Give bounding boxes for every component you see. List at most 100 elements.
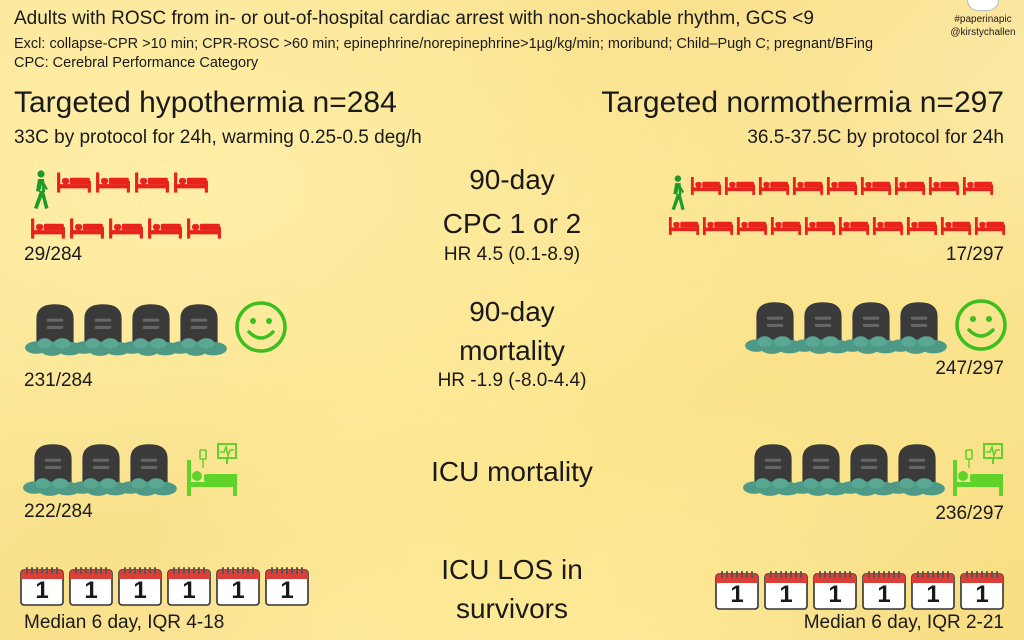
cpc-definition: CPC: Cerebral Performance Category <box>14 55 259 71</box>
hospital-bed-icon <box>702 215 734 236</box>
twitter-handle: @kirstychallen <box>950 27 1016 38</box>
calendar-day-number: 1 <box>231 577 245 604</box>
outcome-label-line2: CPC 1 or 2 <box>442 208 582 239</box>
calendar-icon: 1 <box>813 570 857 610</box>
calendar-icon: 1 <box>216 566 260 606</box>
outcome-label-line1: 90-day <box>469 164 555 195</box>
population-subtitle: Adults with ROSC from in- or out-of-hosp… <box>14 8 814 29</box>
hospital-bed-icon <box>826 175 858 196</box>
logo-bubble-icon <box>967 0 999 11</box>
hospital-bed-icon <box>108 216 144 240</box>
hospital-bed-icon <box>804 215 836 236</box>
calendar-icon: 1 <box>960 570 1004 610</box>
calendar-day-number: 1 <box>280 577 294 604</box>
right-icu-count: 236/297 <box>935 503 1004 524</box>
calendar-icon: 1 <box>862 570 906 610</box>
outcome-label-line1: ICU LOS in <box>441 554 583 585</box>
hospital-bed-icon <box>69 216 105 240</box>
left-icu-icons <box>22 440 240 498</box>
hospital-bed-icon <box>147 216 183 240</box>
outcome-mortality-label: 90-day mortality <box>412 292 612 370</box>
hospital-bed-icon <box>724 175 756 196</box>
hospital-bed-icon <box>792 175 824 196</box>
right-cpc-icons <box>668 175 1006 236</box>
cpc-hazard-ratio: HR 4.5 (0.1-8.9) <box>443 244 581 265</box>
hospital-bed-icon <box>928 175 960 196</box>
hospital-bed-icon <box>56 170 92 194</box>
smiley-face-icon <box>234 300 288 354</box>
outcome-label-line2: mortality <box>459 335 565 366</box>
hospital-bed-icon <box>940 215 972 236</box>
hospital-bed-icon <box>173 170 209 194</box>
outcome-label-line1: 90-day <box>469 296 555 327</box>
calendar-icon: 1 <box>167 566 211 606</box>
gravestone-icon <box>118 440 180 498</box>
right-icu-icons <box>742 440 1006 498</box>
mortality-hazard-ratio: HR -1.9 (-8.0-4.4) <box>437 370 587 391</box>
outcome-label-line2: survivors <box>455 593 568 624</box>
calendar-icon: 1 <box>764 570 808 610</box>
calendar-icon: 1 <box>20 566 64 606</box>
hashtag: #paperinapic <box>954 14 1012 25</box>
calendar-day-number: 1 <box>828 581 842 608</box>
hospital-bed-icon <box>770 215 802 236</box>
left-mortality-icons <box>24 300 288 358</box>
calendar-icon: 1 <box>118 566 162 606</box>
hospital-bed-icon <box>894 175 926 196</box>
hospital-bed-icon <box>974 215 1006 236</box>
left-arm-title: Targeted hypothermia n=284 <box>14 86 397 119</box>
outcome-los-label: ICU LOS in survivors <box>412 550 612 628</box>
calendar-day-number: 1 <box>730 581 744 608</box>
calendar-icon: 1 <box>911 570 955 610</box>
left-mortality-count: 231/284 <box>24 370 93 391</box>
outcome-icu-mortality-label: ICU mortality <box>431 456 593 487</box>
hospital-bed-icon <box>134 170 170 194</box>
calendar-day-number: 1 <box>926 581 940 608</box>
hospital-bed-icon <box>906 215 938 236</box>
outcome-cpc-label: 90-day CPC 1 or 2 <box>412 158 612 246</box>
calendar-icon: 1 <box>265 566 309 606</box>
hospital-bed-icon <box>860 175 892 196</box>
calendar-day-number: 1 <box>84 577 98 604</box>
left-los-icons: 1 1 1 1 1 1 <box>20 566 309 606</box>
right-arm-subtitle: 36.5-37.5C by protocol for 24h <box>747 127 1004 148</box>
right-cpc-count: 17/297 <box>945 244 1004 265</box>
hospital-bed-icon <box>962 175 994 196</box>
hospital-bed-icon <box>758 175 790 196</box>
right-los-summary: Median 6 day, IQR 2-21 <box>803 612 1004 633</box>
left-los-summary: Median 6 day, IQR 4-18 <box>24 612 225 633</box>
author-handle: #paperinapic @kirstychallen <box>948 0 1018 39</box>
left-cpc-count: 29/284 <box>24 244 83 265</box>
right-arm-title: Targeted normothermia n=297 <box>601 86 1004 119</box>
hospital-bed-icon <box>872 215 904 236</box>
hospital-bed-icon <box>186 216 222 240</box>
calendar-day-number: 1 <box>133 577 147 604</box>
calendar-icon: 1 <box>69 566 113 606</box>
hospital-bed-icon <box>30 216 66 240</box>
left-arm-subtitle: 33C by protocol for 24h, warming 0.25-0.… <box>14 127 422 148</box>
hospital-bed-icon <box>690 175 722 196</box>
right-los-icons: 1 1 1 1 1 1 <box>715 570 1004 610</box>
hospital-bed-icon <box>95 170 131 194</box>
walking-person-icon <box>668 175 686 211</box>
calendar-icon: 1 <box>715 570 759 610</box>
left-icu-count: 222/284 <box>24 501 93 522</box>
exclusion-criteria: Excl: collapse-CPR >10 min; CPR-ROSC >60… <box>14 36 874 52</box>
calendar-day-number: 1 <box>182 577 196 604</box>
hospital-bed-icon <box>736 215 768 236</box>
gravestone-icon <box>888 298 950 356</box>
gravestone-icon <box>168 300 230 358</box>
calendar-day-number: 1 <box>779 581 793 608</box>
icu-bed-monitor-icon <box>184 442 240 498</box>
gravestone-icon <box>886 440 948 498</box>
icu-bed-monitor-icon <box>950 442 1006 498</box>
left-cpc-icons <box>30 170 222 240</box>
smiley-face-icon <box>954 298 1008 352</box>
right-mortality-count: 247/297 <box>935 358 1004 379</box>
calendar-day-number: 1 <box>35 577 49 604</box>
walking-person-icon <box>30 170 50 210</box>
hospital-bed-icon <box>838 215 870 236</box>
calendar-day-number: 1 <box>877 581 891 608</box>
hospital-bed-icon <box>668 215 700 236</box>
calendar-day-number: 1 <box>975 581 989 608</box>
